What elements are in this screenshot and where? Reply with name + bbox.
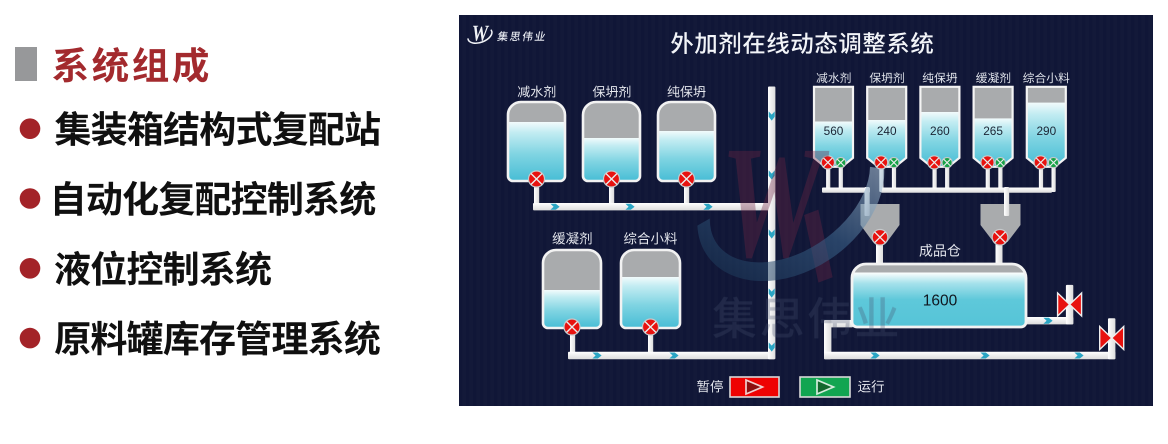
svg-text:240: 240 <box>877 124 897 138</box>
svg-text:265: 265 <box>983 124 1003 138</box>
svg-text:560: 560 <box>824 124 844 138</box>
svg-text:290: 290 <box>1036 124 1056 138</box>
svg-text:260: 260 <box>930 124 950 138</box>
svg-text:1600: 1600 <box>923 293 958 310</box>
